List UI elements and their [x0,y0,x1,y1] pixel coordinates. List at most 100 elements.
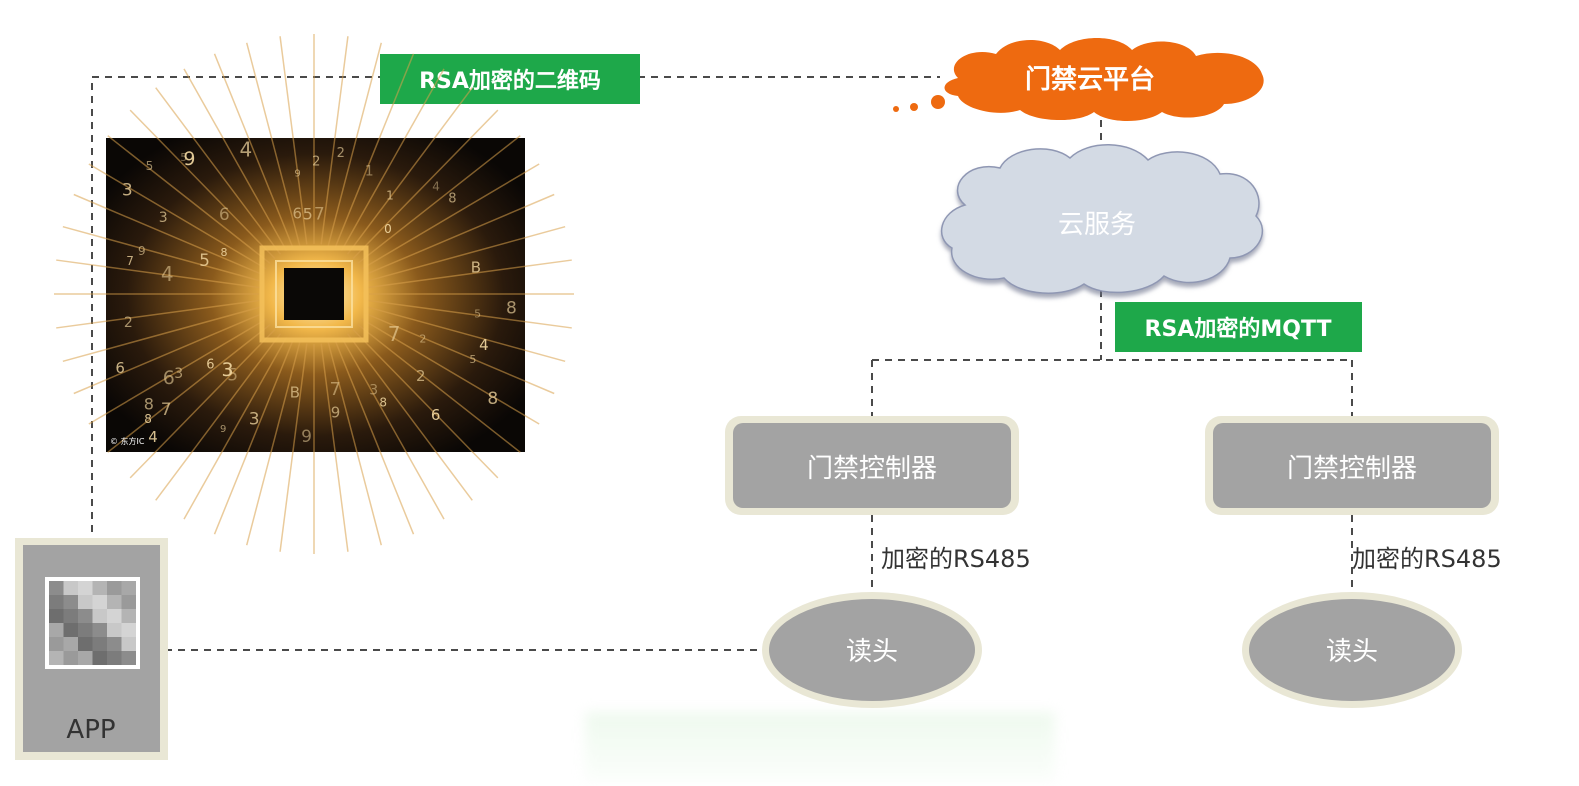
photo-ray [56,299,260,329]
photo-ray [357,135,521,265]
photo-ray [366,306,566,363]
photo-digit: 6 [163,367,175,389]
photo-digit: 5 [199,251,210,271]
photo-ray [279,343,308,552]
photo-ray [62,225,262,282]
photo-digit: 6 [431,406,441,424]
photo-digit: 4 [479,336,489,354]
photo-ray [129,109,276,260]
photo-digit: 1 [365,164,374,180]
qr-module [63,609,78,623]
photo-digit: 7 [126,254,134,268]
reader-right-label: 读头 [1326,637,1378,667]
photo-ray [364,312,555,395]
qr-module [63,651,78,665]
photo-ray [56,259,260,289]
photo-ray [334,53,415,249]
photo-digit: 5 [474,308,481,321]
photo-ray [366,225,566,282]
photo-ray [73,312,264,395]
qr-module [78,609,93,623]
reader-right [1242,592,1462,708]
photo-ray [357,323,521,453]
qr-module [121,581,136,595]
photo-ray [327,42,383,246]
cloud-platform-label: 门禁云平台 [1025,64,1155,95]
qr-module [121,609,136,623]
photo-digit: 7 [388,322,401,346]
photo-ray [129,328,276,479]
photo-digit: 2 [124,315,133,331]
photo-digit: 3 [249,409,260,429]
photo-ray [346,87,473,255]
photo-ray [107,135,271,265]
photo-digit: 8 [144,394,154,413]
photo-ray [340,336,445,520]
photo-digit: 5 [469,353,476,366]
photo-digit: 9 [220,424,226,435]
controller-left [725,416,1019,515]
qr-module [49,637,64,651]
qr-tag-box [380,54,640,104]
photo-ray [320,343,349,552]
cloud-service-label: 云服务 [1058,210,1136,240]
photo-digit: 4 [432,179,440,193]
photo-digit: 4 [161,262,174,286]
photo-digit: 9 [183,148,195,170]
photo-ray [352,109,499,260]
qr-code-icon [49,581,136,665]
photo-digit: 9 [301,427,312,447]
cloud-platform [893,38,1264,121]
controller-right-label: 门禁控制器 [1287,454,1417,484]
qr-module [92,609,107,623]
photo-ray [368,299,572,329]
photo-ray [364,193,555,276]
qr-module [49,609,64,623]
photo-digit: B [290,383,300,401]
photo-digit: 8 [221,246,228,259]
qr-module [78,581,93,595]
chip-photo: 38579406385297B638259463857294163852974B… [54,34,574,554]
qr-module [63,623,78,637]
connector-app-to-platform [91,76,940,545]
photo-digit: 5 [227,366,238,386]
photo-ray [361,163,540,270]
cloud-service [941,144,1263,294]
photo-digit: 9 [294,169,300,180]
photo-digit: 9 [138,244,146,258]
photo-ray [245,342,301,546]
qr-module [107,581,122,595]
qr-module [92,651,107,665]
qr-module [49,651,64,665]
photo-digit: 6 [206,357,214,372]
decorative-glow [585,712,1055,782]
photo-digit: 7 [161,400,172,420]
qr-module [78,637,93,651]
qr-module [121,651,136,665]
qr-module [49,581,64,595]
photo-digit: 2 [416,367,426,385]
qr-module [92,637,107,651]
photo-ray [352,328,499,479]
photo-digit: 4 [240,137,253,161]
photo-digit: 2 [312,154,320,169]
qr-tag-label: RSA加密的二维码 [419,68,601,94]
photo-ray [340,68,445,252]
qr-module [92,623,107,637]
app-label: APP [66,715,115,745]
qr-module [107,651,122,665]
photo-digit: 3 [369,383,378,399]
photo-digit: 5 [303,205,313,224]
photo-digit: 5 [180,151,187,164]
photo-digit: 3 [122,181,133,201]
qr-module [107,623,122,637]
mqtt-tag-box [1115,302,1362,352]
photo-digit: 6 [115,359,125,377]
photo-digit: 3 [222,359,234,381]
qr-module [107,595,122,609]
photo-ray [73,193,264,276]
photo-digit: 8 [487,389,498,409]
qr-module [63,595,78,609]
photo-ray [183,336,288,520]
qr-module [121,623,136,637]
